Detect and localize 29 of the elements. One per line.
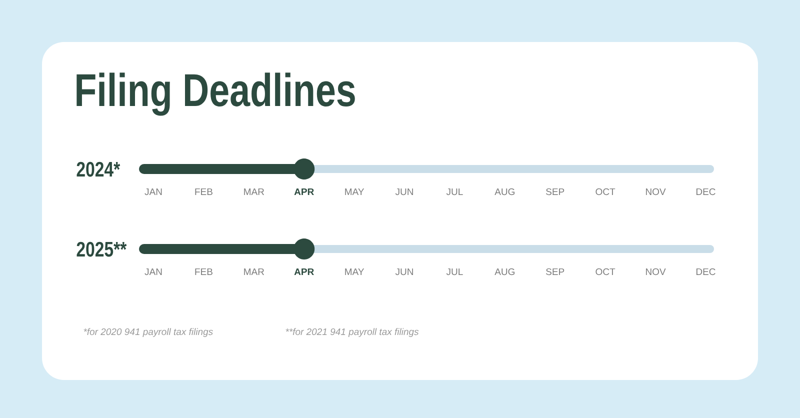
month-label: JUN — [395, 268, 413, 276]
month-label: DEC — [696, 268, 716, 276]
month-label: JAN — [144, 268, 162, 276]
month-label: OCT — [596, 268, 616, 276]
footnote: **for 2021 941 payroll tax filings — [286, 328, 419, 337]
month-label: NOV — [646, 188, 666, 196]
month-label: APR — [294, 268, 314, 275]
month-label: APR — [294, 188, 314, 195]
month-label: DEC — [696, 188, 716, 196]
month-label: MAR — [244, 188, 264, 195]
year-label: 2024* — [76, 162, 120, 177]
month-label: AUG — [494, 188, 514, 196]
footnote: *for 2020 941 payroll tax filings — [84, 328, 213, 337]
month-label: JUL — [446, 188, 463, 196]
month-label: MAR — [244, 268, 264, 275]
month-label: JUL — [446, 268, 463, 276]
month-label: JAN — [144, 188, 162, 196]
month-label: FEB — [195, 268, 212, 275]
month-label: NOV — [646, 268, 666, 276]
month-label: FEB — [195, 188, 212, 195]
year-label: 2025** — [76, 242, 127, 257]
month-label: SEP — [546, 188, 564, 196]
month-label: AUG — [494, 268, 514, 276]
month-label: OCT — [596, 188, 616, 196]
month-label: SEP — [546, 268, 564, 276]
month-label: MAY — [345, 268, 364, 275]
title: Filing Deadlines — [76, 72, 355, 116]
month-label: JUN — [395, 188, 413, 196]
month-label: MAY — [345, 188, 364, 195]
